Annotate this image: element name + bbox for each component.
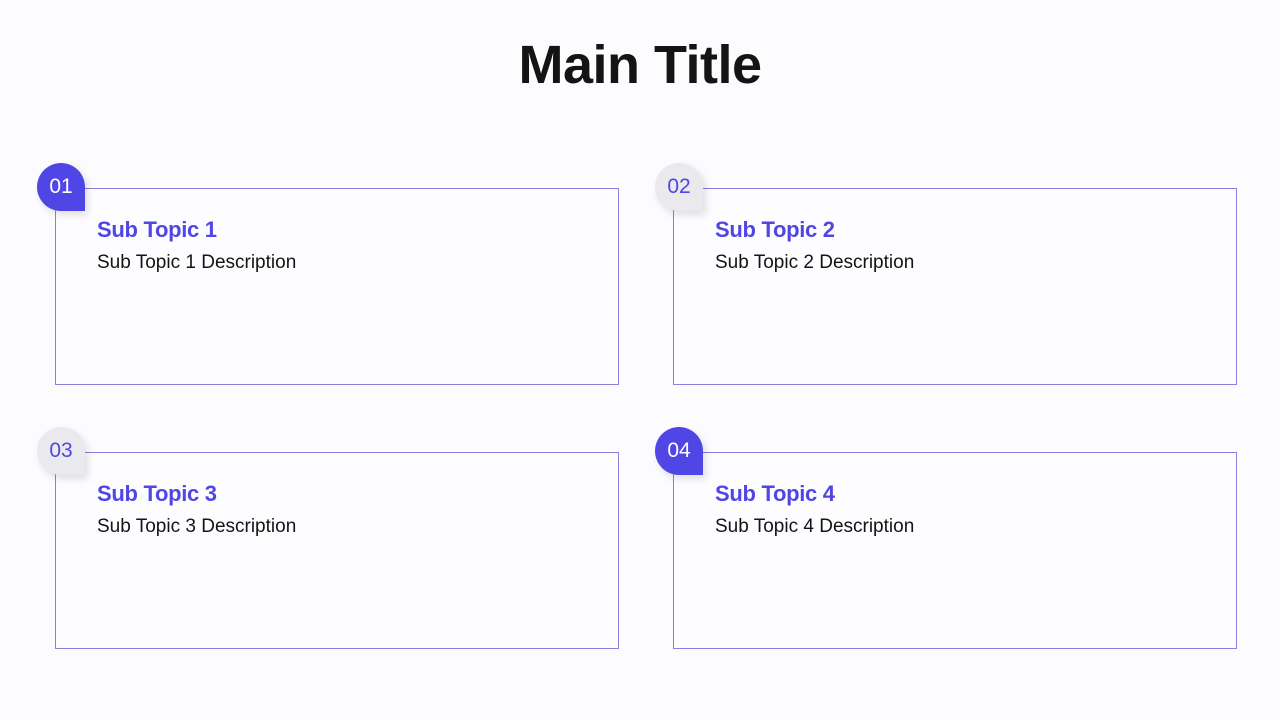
topic-card-3: Sub Topic 3 Sub Topic 3 Description (55, 452, 619, 649)
topic-card-2: Sub Topic 2 Sub Topic 2 Description (673, 188, 1237, 385)
card-description: Sub Topic 1 Description (97, 252, 297, 273)
card-description: Sub Topic 4 Description (715, 516, 915, 537)
topic-card-1: Sub Topic 1 Sub Topic 1 Description (55, 188, 619, 385)
card-number-badge: 03 (37, 427, 85, 475)
card-heading: Sub Topic 2 (715, 217, 835, 242)
card-heading: Sub Topic 4 (715, 481, 835, 506)
card-description: Sub Topic 2 Description (715, 252, 915, 273)
card-number-badge: 04 (655, 427, 703, 475)
main-title: Main Title (518, 35, 762, 95)
card-description: Sub Topic 3 Description (97, 516, 297, 537)
card-heading: Sub Topic 1 (97, 217, 217, 242)
card-heading: Sub Topic 3 (97, 481, 217, 506)
topic-card-4: Sub Topic 4 Sub Topic 4 Description (673, 452, 1237, 649)
card-number-badge: 02 (655, 163, 703, 211)
card-number-badge: 01 (37, 163, 85, 211)
